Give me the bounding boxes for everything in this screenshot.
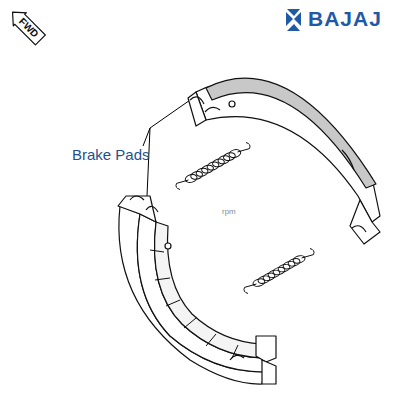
lower-brake-shoe	[118, 196, 276, 384]
watermark: rpm	[222, 207, 236, 216]
bajaj-logo-symbol	[286, 9, 301, 31]
direction-arrow: FWD	[4, 4, 47, 47]
part-label: Brake Pads	[72, 146, 150, 163]
rib-stroke	[232, 345, 238, 358]
rib-stroke	[166, 300, 180, 306]
spring	[176, 143, 250, 190]
rib-stroke	[155, 278, 170, 280]
return-springs	[176, 143, 314, 294]
shoe-ribs	[150, 250, 238, 358]
spring	[244, 249, 314, 294]
brand-name: BAJAJ	[308, 7, 382, 31]
rib-stroke	[206, 334, 216, 346]
rib-stroke	[184, 318, 196, 328]
upper-brake-shoe	[188, 78, 380, 244]
arrow-shape	[6, 6, 47, 47]
rib-stroke	[150, 250, 164, 252]
